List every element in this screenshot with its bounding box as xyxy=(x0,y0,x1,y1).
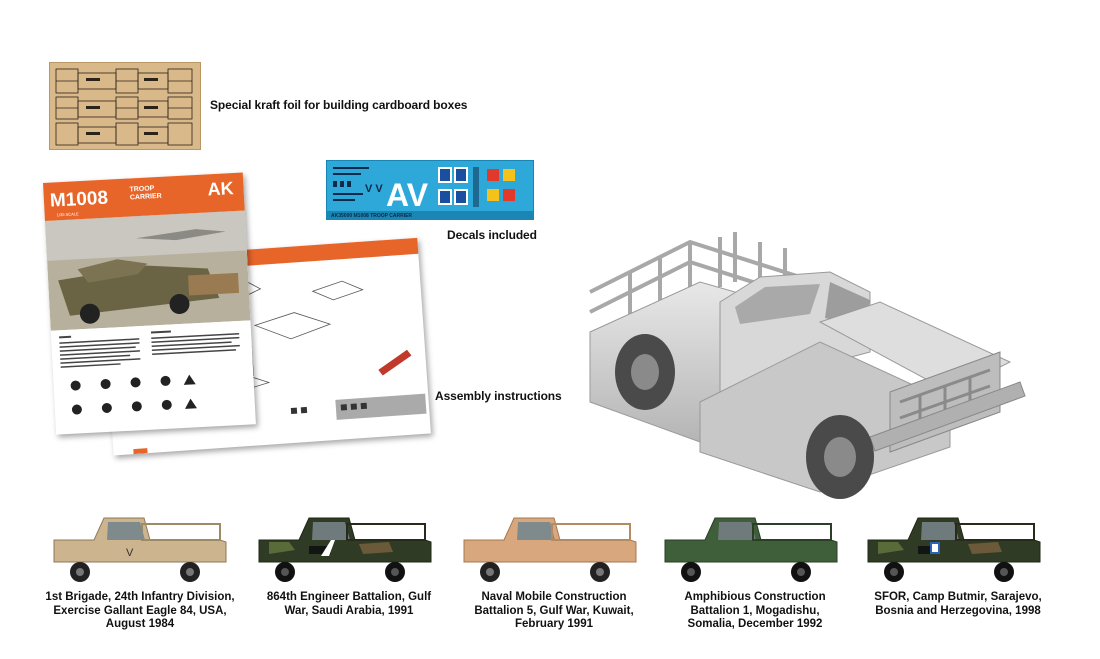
decal-small-letters: V V xyxy=(365,183,383,195)
cover-title: M1008 xyxy=(49,187,109,212)
variant-3-line-2: Battalion 5, Gulf War, Kuwait, xyxy=(474,604,634,617)
variant-5-line-1: SFOR, Camp Butmir, Sarajevo, xyxy=(874,591,1042,603)
variant-4: Amphibious Construction Battalion 1, Mog… xyxy=(655,512,855,652)
variant-1: V 1st Brigade, 24th Infantry Division, E… xyxy=(40,512,240,652)
variant-2: 864th Engineer Battalion, Gulf War, Saud… xyxy=(249,512,449,652)
variant-2-line-2: War, Saudi Arabia, 1991 xyxy=(284,604,414,617)
cover-brand-logo: AK xyxy=(207,178,235,200)
variant-1-line-2: Exercise Gallant Eagle 84, USA, xyxy=(53,604,227,617)
m1008-grey-model xyxy=(589,232,1026,499)
variant-3-line-3: February 1991 xyxy=(515,618,593,630)
variant-3: Naval Mobile Construction Battalion 5, G… xyxy=(454,512,654,652)
variant-4-line-1: Amphibious Construction xyxy=(684,591,826,603)
cover-subtitle-1: TROOP xyxy=(129,185,155,194)
variant-3-caption: Naval Mobile Construction Battalion 5, G… xyxy=(454,591,654,632)
decal-footer: AK35000 M1008 TROOP CARRIER xyxy=(331,213,412,219)
variant-3-profile xyxy=(463,517,637,582)
variant-4-profile xyxy=(664,517,838,582)
variant-1-caption: 1st Brigade, 24th Infantry Division, Exe… xyxy=(40,591,240,632)
variant-5-profile xyxy=(867,517,1041,582)
variant-2-caption: 864th Engineer Battalion, Gulf War, Saud… xyxy=(249,591,449,618)
variant-3-line-1: Naval Mobile Construction xyxy=(481,591,627,603)
variant-1-profile: V xyxy=(53,517,227,582)
variant-5-line-2: Bosnia and Herzegovina, 1998 xyxy=(875,604,1041,617)
variant-1-line-1: 1st Brigade, 24th Infantry Division, xyxy=(45,591,235,603)
variant-1-line-3: August 1984 xyxy=(105,618,175,630)
variant-5: SFOR, Camp Butmir, Sarajevo, Bosnia and … xyxy=(858,512,1058,652)
variant-2-profile xyxy=(258,517,432,582)
decal-large-letters: AV xyxy=(386,177,429,213)
cover-text-block xyxy=(59,330,240,415)
cover-photo xyxy=(44,210,251,331)
variant-4-line-2: Battalion 1, Mogadishu, xyxy=(690,604,820,617)
cover-subtitle-2: CARRIER xyxy=(129,192,162,202)
box-template-lines xyxy=(55,68,193,146)
decals-caption: Decals included xyxy=(447,228,537,242)
variant-4-caption: Amphibious Construction Battalion 1, Mog… xyxy=(655,591,855,632)
variant-4-line-3: Somalia, December 1992 xyxy=(687,618,823,630)
decal-artwork: V V AV AK35000 M1008 TROOP CARRIER xyxy=(327,167,533,219)
decal-sheet: V V AV AK35000 M1008 TROOP CARRIER xyxy=(326,160,534,220)
variant-2-line-1: 864th Engineer Battalion, Gulf xyxy=(266,591,432,603)
variant-5-caption: SFOR, Camp Butmir, Sarajevo, Bosnia and … xyxy=(858,591,1058,618)
instructions-caption: Assembly instructions xyxy=(435,389,562,403)
kraft-foil-sheet xyxy=(49,62,201,150)
svg-text:V: V xyxy=(126,547,134,559)
instructions-cover: M1008 TROOP CARRIER AK 1/35 SCALE xyxy=(43,172,256,435)
kraft-caption: Special kraft foil for building cardboar… xyxy=(210,98,468,112)
cover-scale: 1/35 SCALE xyxy=(56,211,79,218)
